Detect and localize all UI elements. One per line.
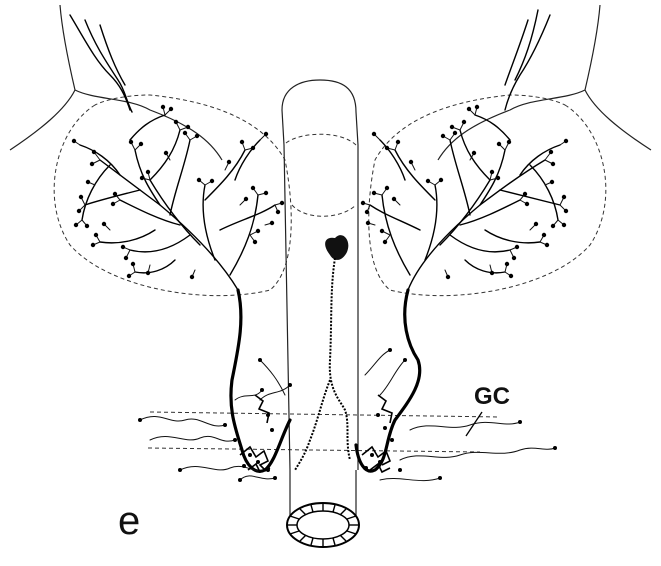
left-tuft-twigs (74, 107, 282, 277)
region-label-gc: GC (474, 383, 510, 410)
right-primary-dendrite (356, 290, 420, 471)
central-beaded-process (295, 235, 350, 470)
layer-boundary-lines (148, 412, 500, 452)
left-primary-dendrite (231, 290, 290, 471)
gc-leader-line (466, 412, 482, 436)
cross-section-ring (287, 503, 359, 547)
panel-letter: e (118, 499, 140, 543)
outer-contours (10, 5, 651, 160)
left-tuft-boutons (72, 105, 284, 279)
left-dendritic-tuft (80, 115, 275, 290)
basal-clusters (240, 395, 392, 472)
central-tube (282, 80, 358, 525)
